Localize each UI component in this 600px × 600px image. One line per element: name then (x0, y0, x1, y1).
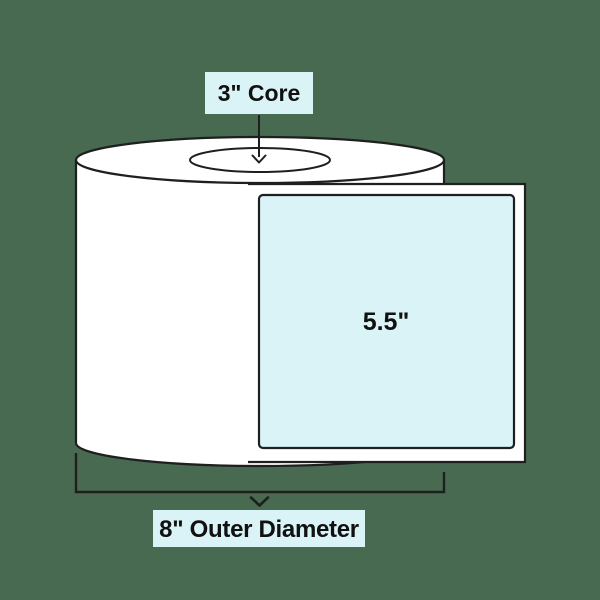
label-square (257, 193, 516, 450)
label-size-text: 5.5" (363, 308, 410, 336)
outer-diameter-callout-label: 8" Outer Diameter (159, 516, 359, 543)
label-sheet-border (248, 182, 527, 464)
core-callout-box (205, 72, 313, 114)
diameter-dimension-line (74, 453, 446, 494)
diameter-chevron-icon (249, 496, 270, 507)
core-callout-label: 3" Core (218, 80, 301, 106)
core-pointer-arrowhead-icon (251, 154, 267, 164)
outer-diameter-callout-box (153, 510, 365, 547)
